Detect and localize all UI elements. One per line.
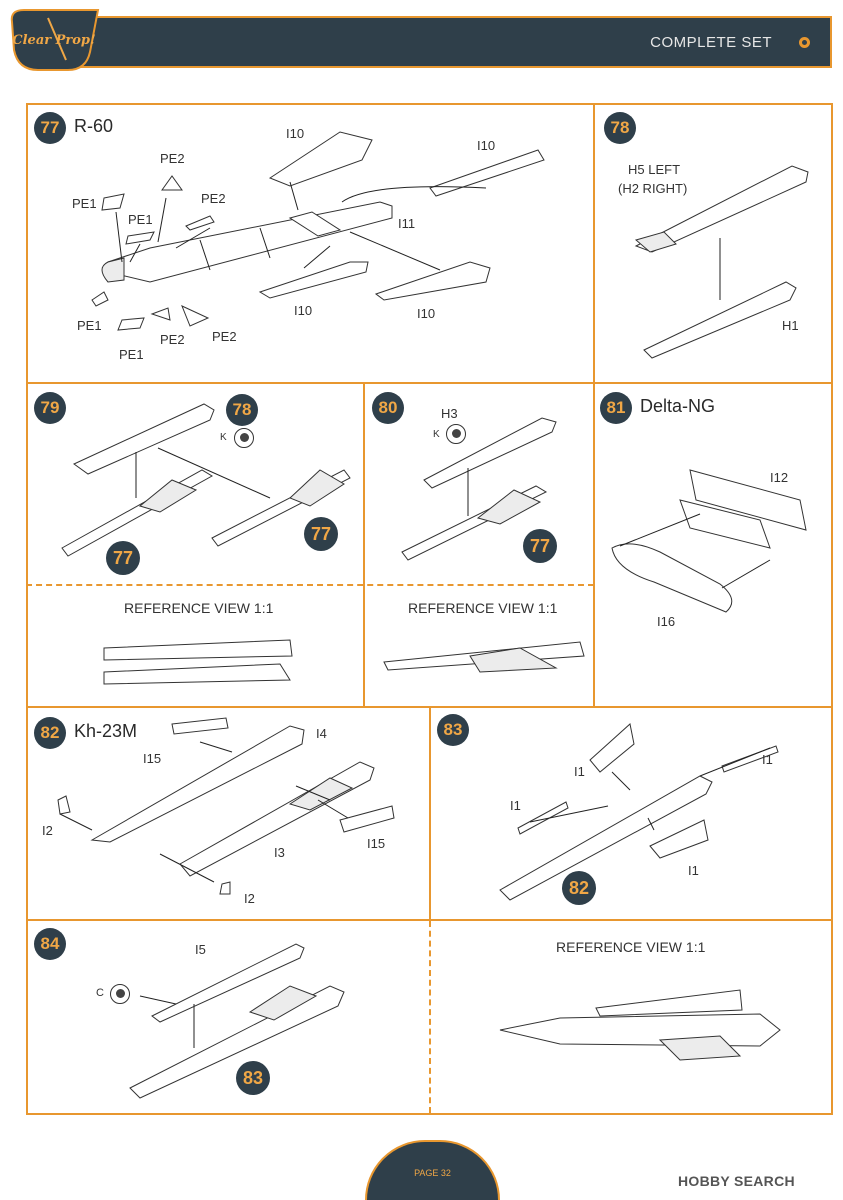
part-label: I1 (688, 863, 699, 878)
callout-badge-77: 77 (304, 517, 338, 551)
part-label: I15 (367, 836, 386, 851)
part-label: PE2 (212, 329, 237, 344)
callout-badge-83: 83 (236, 1061, 270, 1095)
part-label: I10 (417, 306, 436, 321)
part-label: PE2 (160, 332, 185, 347)
part-label: H3 (441, 406, 458, 421)
callout-badge-77: 77 (106, 541, 140, 575)
step-ref-badge-78: 78 (226, 394, 258, 426)
target-icon (799, 37, 810, 48)
step-title-81: Delta-NG (640, 396, 716, 416)
part-label: I4 (316, 726, 327, 741)
part-label: H5 LEFT (628, 162, 681, 177)
step-badge-78: 78 (604, 112, 636, 144)
step-title-82: Kh-23M (74, 721, 138, 741)
paint-drop-icon (234, 428, 254, 448)
part-label: PE1 (77, 318, 102, 333)
part-label: PE1 (119, 347, 144, 362)
part-label: I10 (477, 138, 496, 153)
part-label: I1 (510, 798, 521, 813)
part-label: PE1 (128, 212, 153, 227)
part-label: I16 (657, 614, 676, 629)
reference-drawing-80 (383, 641, 585, 673)
part-label: I15 (143, 751, 162, 766)
step-title-77: R-60 (74, 116, 114, 136)
step-badge-83: 83 (437, 714, 469, 746)
instruction-grid (26, 103, 833, 1115)
callout-badge-82: 82 (562, 871, 596, 905)
paint-drop-icon (446, 424, 466, 444)
part-label: I1 (762, 752, 773, 767)
part-label: I12 (770, 470, 789, 485)
assembly-drawing-83 (499, 723, 779, 901)
header-title: COMPLETE SET (650, 34, 772, 51)
paint-code: C (96, 987, 104, 999)
paint-drop-icon (110, 984, 130, 1004)
part-label: I11 (398, 216, 416, 231)
reference-drawing-84 (499, 989, 781, 1061)
kh23m-drawing (57, 717, 395, 895)
page-number: PAGE 32 (414, 1168, 451, 1178)
part-label: I2 (42, 823, 53, 838)
brand-logo: Clear Prop! (10, 9, 100, 71)
logo-text: Clear Prop! (12, 33, 95, 48)
part-label: I10 (286, 126, 305, 141)
assembly-drawing-79 (61, 403, 351, 557)
part-label: I10 (294, 303, 313, 318)
part-label: I1 (574, 764, 585, 779)
part-label: PE1 (72, 196, 97, 211)
step-badge-77: 77 (34, 112, 66, 144)
page-header: COMPLETE SET (40, 16, 832, 68)
part-label: PE2 (201, 191, 226, 206)
step-badge-84: 84 (34, 928, 66, 960)
part-label: I5 (195, 942, 206, 957)
step-badge-81: 81 (600, 392, 632, 424)
pylon-drawing-78 (634, 165, 809, 359)
part-label: I3 (274, 845, 285, 860)
callout-badge-77: 77 (523, 529, 557, 563)
reference-view-label: REFERENCE VIEW 1:1 (124, 600, 274, 616)
reference-view-label: REFERENCE VIEW 1:1 (408, 600, 558, 616)
watermark-text: HOBBY SEARCH (678, 1173, 795, 1189)
reference-view-label: REFERENCE VIEW 1:1 (556, 939, 706, 955)
assembly-drawing-80 (401, 417, 557, 561)
step-badge-79: 79 (34, 392, 66, 424)
paint-code: K (220, 432, 227, 443)
part-label: I2 (244, 891, 255, 906)
part-label: H1 (782, 318, 799, 333)
r60-missile-drawing (91, 131, 545, 331)
paint-code: K (433, 429, 440, 440)
step-badge-82: 82 (34, 717, 66, 749)
part-label: PE2 (160, 151, 185, 166)
delta-ng-drawing (611, 469, 807, 613)
part-label: (H2 RIGHT) (618, 181, 688, 196)
assembly-drawing-84 (129, 943, 345, 1099)
reference-drawing-79 (103, 639, 293, 685)
step-badge-80: 80 (372, 392, 404, 424)
